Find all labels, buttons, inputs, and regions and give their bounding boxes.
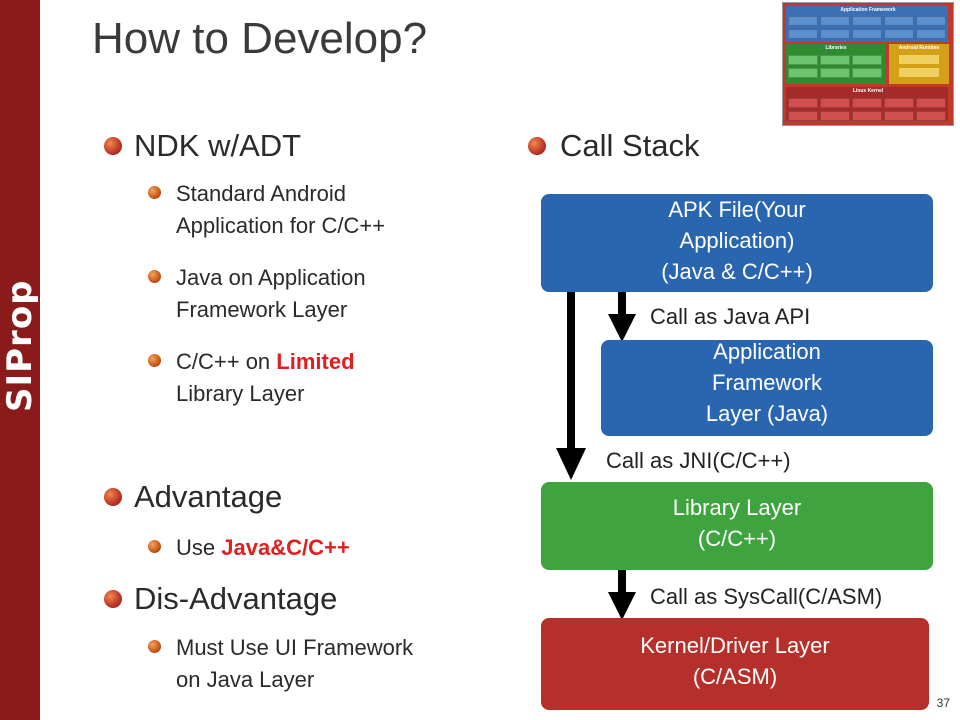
item-line: Must Use UI Framework [176,635,414,660]
box-line: Layer (Java) [705,401,829,426]
call-jni-label: Call as JNI(C/C++) [606,448,791,473]
bullet-icon [104,590,122,608]
item-cpp-limited: C/C++ on Limited Library Layer [176,346,355,410]
android-architecture-thumbnail: Application Framework Libraries Android … [782,2,954,126]
heading-advantage: Advantage [134,479,283,514]
box-line: Application) [679,228,795,253]
kernel-driver-box: Kernel/Driver Layer (C/ASM) [541,618,929,710]
box-line: Application [713,340,821,364]
bullet-icon [148,186,161,199]
bullet-icon [148,540,161,553]
box-line: APK File(Your [668,197,806,222]
item-java-framework: Java on Application Framework Layer [176,262,366,326]
item-line: Library Layer [176,381,305,406]
heading-call-stack: Call Stack [560,128,700,163]
box-line: Library Layer [672,495,802,520]
library-layer-box: Library Layer (C/C++) [541,482,933,570]
thumb-label-runtime: Android Runtime [898,45,940,51]
item-standard-android: Standard Android Application for C/C++ [176,178,385,242]
item-line: Standard Android [176,181,347,206]
apk-file-box: APK File(Your Application) (Java & C/C++… [541,194,933,292]
thumb-label-libraries: Libraries [825,45,847,51]
box-line: (C/C++) [697,526,777,551]
call-syscall-label: Call as SysCall(C/ASM) [650,584,960,610]
bullet-icon [148,640,161,653]
item-text: Use [176,535,222,560]
slide-title: How to Develop? [92,14,428,63]
box-line: (C/ASM) [692,664,778,689]
bullet-icon [528,137,546,155]
long-arrow-shaft [567,290,575,450]
item-line: on Java Layer [176,667,315,692]
highlight-text: Limited [276,349,355,374]
call-syscall-text: Call as SysCall(C/ASM) [650,584,883,609]
box-line: Framework [711,370,822,395]
box-line: Kernel/Driver Layer [640,633,830,658]
bullet-icon [104,137,122,155]
highlight-text: Java&C/C++ [221,535,350,560]
application-framework-box: Application Framework Layer (Java) [601,340,933,436]
item-line: Framework Layer [176,297,348,322]
bullet-icon [104,488,122,506]
short-arrow-2-head [608,592,636,620]
bullet-icon [148,270,161,283]
page-number: 37 [936,696,950,710]
item-text: C/C++ on [176,349,277,374]
heading-disadvantage: Dis-Advantage [134,581,338,616]
item-line: Java on Application [176,265,366,290]
item-ui-framework: Must Use UI Framework on Java Layer [176,632,413,696]
thumb-label-kernel: Linux Kernel [852,88,884,94]
call-java-api-label: Call as Java API [650,304,811,329]
short-arrow-1-head [608,314,636,342]
short-arrow-1-shaft [618,290,626,316]
short-arrow-2-shaft [618,570,626,594]
box-line: (Java & C/C++) [661,259,813,284]
heading-ndk: NDK w/ADT [134,128,302,163]
brand-sidebar: SIProp [0,0,40,720]
bullet-icon [148,354,161,367]
item-use-java-cpp: Use Java&C/C++ [176,532,350,564]
thumb-label-app-framework: Application Framework [840,7,896,13]
item-line: Application for C/C++ [176,213,386,238]
long-arrow-head [556,448,586,480]
